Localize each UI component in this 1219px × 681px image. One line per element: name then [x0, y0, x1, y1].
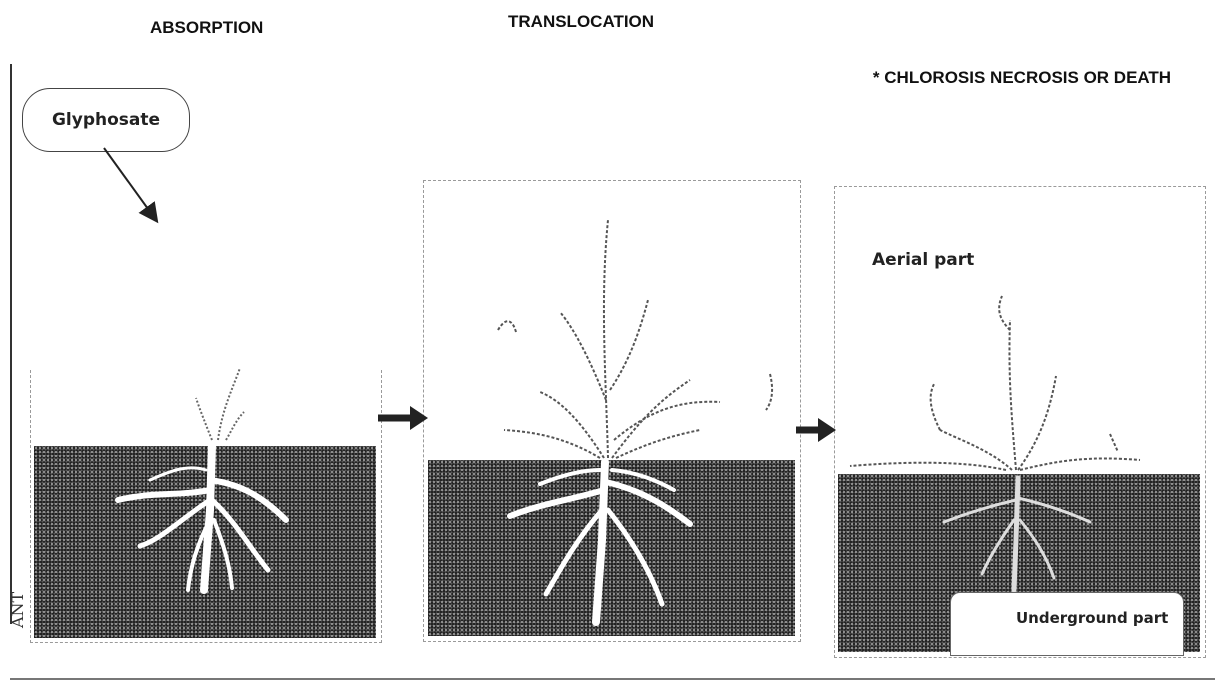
step-arrow-2: [796, 418, 836, 442]
roots-panel-3: [944, 478, 1090, 590]
shoot-panel-1: [196, 368, 244, 440]
shoot-panel-2: [498, 220, 772, 458]
shoot-panel-3: [850, 296, 1140, 470]
bottom-border: [10, 678, 1215, 680]
aerial-part-label: Aerial part: [872, 250, 974, 270]
roots-panel-1: [118, 446, 286, 590]
underground-part-label: Underground part: [1016, 609, 1168, 627]
glyphosate-arrow: [104, 148, 156, 220]
watermark-text: ANT: [8, 592, 27, 628]
roots-panel-2: [510, 462, 690, 622]
step-arrow-1: [378, 406, 428, 430]
